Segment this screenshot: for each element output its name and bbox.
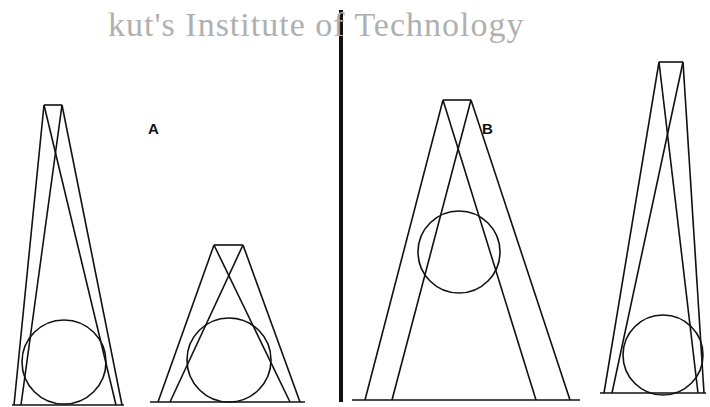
watermark-text: kut's Institute of Technology	[108, 8, 524, 42]
short-frame-a2	[150, 245, 305, 402]
tall-frame-b2	[600, 62, 706, 395]
part-letter: A	[148, 121, 159, 136]
wide-frame-b1	[352, 100, 580, 400]
tall-frame-a1	[12, 105, 124, 405]
divider-bar	[339, 10, 343, 402]
part-letter: B	[482, 121, 493, 136]
